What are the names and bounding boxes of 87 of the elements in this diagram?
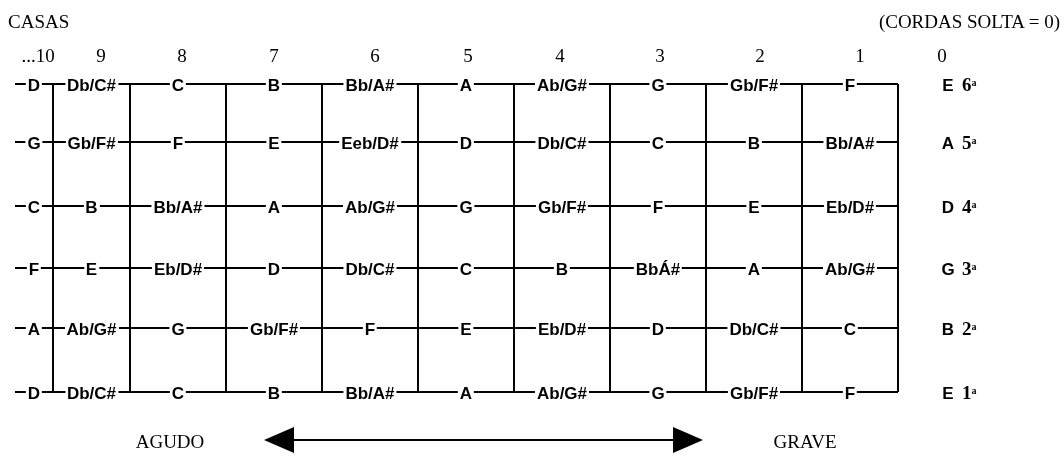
fret-number: ...10 (21, 46, 55, 65)
note-name: Eeb/D# (339, 134, 401, 152)
note-name: D (25, 384, 43, 402)
fret-number: 8 (177, 46, 187, 65)
note-name: Db/C# (343, 260, 397, 278)
note-name: C (169, 384, 187, 402)
direction-label: AGUDO (135, 432, 205, 451)
note-name: G (457, 198, 475, 216)
fret-number: 9 (96, 46, 106, 65)
note-name: Gb/F# (65, 134, 118, 152)
note-name: Eb/D# (151, 260, 205, 278)
note-name: E (458, 320, 474, 338)
heading: CASAS (8, 12, 70, 31)
string-number: 1$^{a}$ (962, 382, 977, 402)
note-name: Db/C# (727, 320, 781, 338)
note-name: A (265, 198, 283, 216)
string-number: 4$^{a}$ (962, 196, 977, 216)
fret-number: 3 (655, 46, 665, 65)
note-name: Db/C# (64, 384, 119, 402)
open-string-note: A (941, 134, 955, 152)
note-name: F (26, 260, 42, 278)
note-name: E (266, 134, 282, 152)
fret-number: 2 (755, 46, 765, 65)
note-name: C (649, 134, 667, 152)
note-name: A (745, 260, 763, 278)
open-string-note: E (942, 76, 954, 94)
note-name: Ab/G# (64, 320, 119, 338)
note-name: Ab/G# (342, 198, 398, 216)
string-number: 2$^{a}$ (962, 318, 977, 338)
note-name: B (265, 384, 283, 402)
fret-number: 6 (370, 46, 380, 65)
note-name: G (649, 384, 667, 402)
open-string-note: G (941, 260, 955, 278)
note-name: Ab/G# (822, 260, 878, 278)
string-number: 6$^{a}$ (962, 74, 977, 94)
note-name: D (649, 320, 667, 338)
note-name: B (265, 76, 283, 94)
note-name: Bb/A# (151, 198, 205, 216)
note-name: F (842, 76, 858, 94)
note-name: D (457, 134, 475, 152)
note-name: Eb/D# (823, 198, 877, 216)
note-name: Bb/A# (343, 384, 397, 402)
fret-number: 4 (555, 46, 565, 65)
direction-label: GRAVE (773, 432, 837, 451)
note-name: A (457, 76, 475, 94)
note-name: A (457, 384, 475, 402)
note-name: C (169, 76, 187, 94)
note-name: D (265, 260, 283, 278)
note-name: Bb/A# (343, 76, 397, 94)
note-name: Db/C# (535, 134, 589, 152)
note-name: F (362, 320, 378, 338)
note-name: B (83, 198, 100, 216)
note-name: Db/C# (64, 76, 119, 94)
note-name: G (649, 76, 667, 94)
note-name: F (650, 198, 666, 216)
fret-number: 7 (269, 46, 279, 65)
open-string-note: E (942, 384, 954, 402)
note-name: G (169, 320, 187, 338)
note-name: C (25, 198, 43, 216)
fret-number: 1 (855, 46, 865, 65)
note-name: Gb/F# (727, 76, 781, 94)
note-name: A (25, 320, 43, 338)
note-name: BbÁ# (633, 260, 683, 278)
note-name: Eb/D# (535, 320, 589, 338)
note-name: C (457, 260, 475, 278)
note-name: E (83, 260, 100, 278)
note-name: G (25, 134, 43, 152)
note-name: B (745, 134, 763, 152)
note-name: C (841, 320, 859, 338)
fret-number: 5 (463, 46, 473, 65)
note-name: Ab/G# (534, 76, 590, 94)
note-name: Ab/G# (534, 384, 590, 402)
open-string-note: D (941, 198, 955, 216)
note-name: D (25, 76, 43, 94)
note-name: Bb/A# (823, 134, 877, 152)
string-number: 3$^{a}$ (962, 258, 977, 278)
note-name: Gb/F# (727, 384, 781, 402)
note-name: Gb/F# (247, 320, 301, 338)
note-name: Gb/F# (535, 198, 589, 216)
note-name: E (746, 198, 762, 216)
note-text: (CORDAS SOLTA = 0) (878, 12, 1060, 31)
fret-number: 0 (937, 46, 947, 65)
open-string-note: B (941, 320, 955, 338)
note-name: F (842, 384, 858, 402)
string-number: 5$^{a}$ (962, 132, 977, 152)
note-name: F (170, 134, 186, 152)
note-name: B (553, 260, 571, 278)
